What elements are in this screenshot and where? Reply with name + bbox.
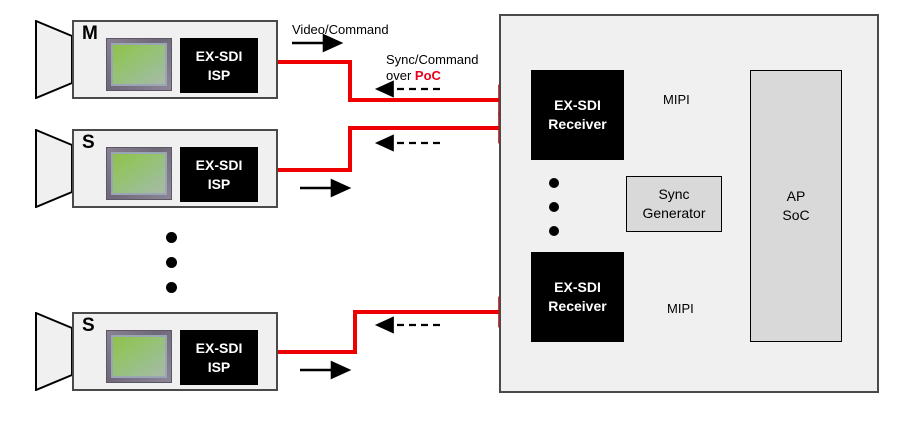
image-sensor-2 xyxy=(106,147,172,200)
ellipsis-dot xyxy=(549,202,559,212)
camera-role-label-2: S xyxy=(82,132,95,153)
camera-module-3[interactable]: S EX-SDI ISP xyxy=(35,312,278,391)
sync-command-label-line2: over xyxy=(386,68,415,84)
lens-icon-3 xyxy=(35,312,73,391)
poc-label: PoC xyxy=(414,68,441,84)
isp-label-line2: ISP xyxy=(207,66,231,83)
mipi-label-2: MIPI xyxy=(667,301,694,316)
lens-icon-1 xyxy=(35,20,73,99)
coax-cable-camera-3 xyxy=(248,296,533,354)
sync-generator-label-line1: Sync xyxy=(658,186,690,203)
sync-generator-label-line2: Generator xyxy=(642,205,706,221)
camera-role-label-1: M xyxy=(82,23,98,44)
ellipsis-dot xyxy=(549,178,559,188)
ellipsis-dot xyxy=(166,282,177,293)
isp-label-line1: EX-SDI xyxy=(195,156,243,173)
image-sensor-3 xyxy=(106,330,172,383)
camera-module-1[interactable]: M EX-SDI ISP xyxy=(35,20,278,99)
coax-cable-camera-2 xyxy=(248,112,533,172)
ex-sdi-receiver-1[interactable]: EX-SDI Receiver xyxy=(531,70,624,160)
ellipsis-dot xyxy=(166,232,177,243)
image-sensor-1 xyxy=(106,38,172,91)
receiver-label-line1: EX-SDI xyxy=(554,279,601,296)
ex-sdi-isp-chip-2[interactable]: EX-SDI ISP xyxy=(180,147,258,202)
receiver-label-line1: EX-SDI xyxy=(554,97,601,114)
ex-sdi-receiver-2[interactable]: EX-SDI Receiver xyxy=(531,252,624,342)
ex-sdi-isp-chip-1[interactable]: EX-SDI ISP xyxy=(180,38,258,93)
camera-module-2[interactable]: S EX-SDI ISP xyxy=(35,129,278,208)
camera-body-1[interactable]: M EX-SDI ISP xyxy=(72,20,278,99)
ap-soc-label-line1: AP xyxy=(786,188,806,205)
sync-generator[interactable]: Sync Generator xyxy=(626,176,722,232)
isp-label-line2: ISP xyxy=(207,175,231,192)
isp-label-line1: EX-SDI xyxy=(195,339,243,356)
camera-body-2[interactable]: S EX-SDI ISP xyxy=(72,129,278,208)
receiver-label-line2: Receiver xyxy=(548,116,607,132)
sync-command-poc-label: Sync/Command over PoC xyxy=(386,52,478,85)
ex-sdi-isp-chip-3[interactable]: EX-SDI ISP xyxy=(180,330,258,385)
sync-command-label-line1: Sync/Command xyxy=(386,52,479,67)
ellipsis-dot xyxy=(549,226,559,236)
receiver-ellipsis xyxy=(549,178,561,238)
camera-role-label-3: S xyxy=(82,315,95,336)
mipi-label-1: MIPI xyxy=(663,92,690,107)
camera-ellipsis xyxy=(166,232,180,294)
camera-body-3[interactable]: S EX-SDI ISP xyxy=(72,312,278,391)
isp-label-line1: EX-SDI xyxy=(195,47,243,64)
ap-soc[interactable]: AP SoC xyxy=(750,70,842,342)
ellipsis-dot xyxy=(166,257,177,268)
lens-icon-2 xyxy=(35,129,73,208)
isp-label-line2: ISP xyxy=(207,358,231,375)
receiver-label-line2: Receiver xyxy=(548,298,607,314)
video-command-label: Video/Command xyxy=(292,22,389,37)
ap-soc-label-line2: SoC xyxy=(782,207,810,223)
